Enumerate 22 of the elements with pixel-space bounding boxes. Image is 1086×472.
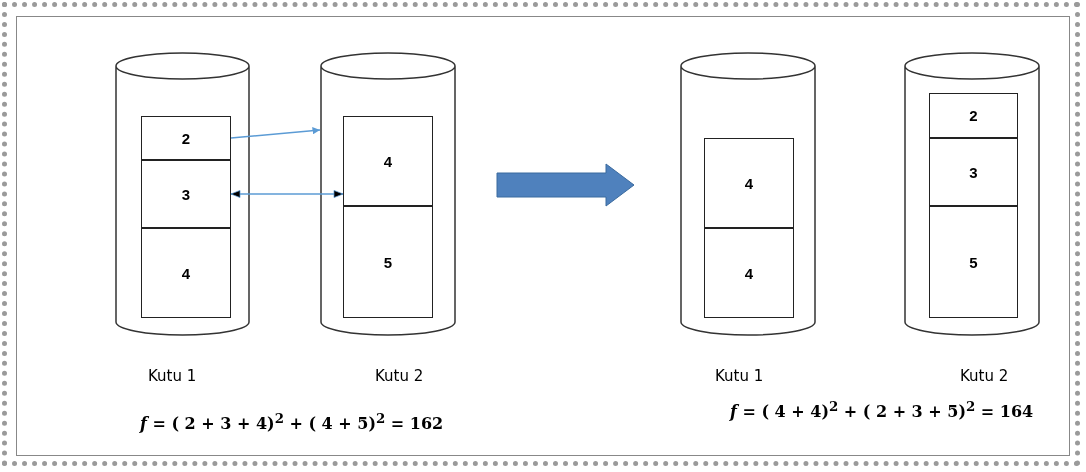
formula: f = ( 4 + 4)$^{2}$ + ( 2 + 3 + 5)$^{2}$ = 164 <box>730 398 1034 422</box>
value-box: 4 <box>704 228 794 318</box>
value-box: 3 <box>929 138 1018 206</box>
value-box: 5 <box>929 206 1018 318</box>
arrow <box>230 190 344 198</box>
box-caption: Kutu 1 <box>715 367 764 385</box>
arrow <box>230 126 321 139</box>
value-box: 5 <box>343 206 433 318</box>
box-caption: Kutu 2 <box>375 367 424 385</box>
value-box: 2 <box>141 116 231 160</box>
container-cylinder <box>904 52 1040 336</box>
value-box: 4 <box>141 228 231 318</box>
value-box: 4 <box>343 116 433 206</box>
value-box: 3 <box>141 160 231 228</box>
value-box: 2 <box>929 93 1018 138</box>
container-cylinder <box>115 52 250 336</box>
box-caption: Kutu 1 <box>148 367 197 385</box>
container-cylinder <box>320 52 456 336</box>
formula: f = ( 2 + 3 + 4)$^{2}$ + ( 4 + 5)$^{2}$ = 162 <box>140 410 444 434</box>
box-caption: Kutu 2 <box>960 367 1009 385</box>
container-cylinder <box>680 52 816 336</box>
value-box: 4 <box>704 138 794 228</box>
